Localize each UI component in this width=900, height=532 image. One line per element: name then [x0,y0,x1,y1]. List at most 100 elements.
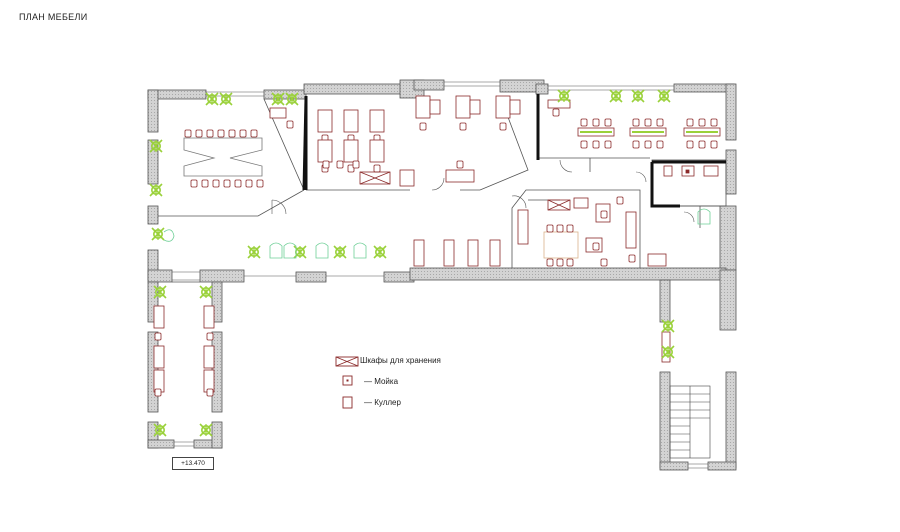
bench [647,253,667,267]
plant-icon [149,139,163,153]
doors [271,159,695,223]
chair [245,179,253,188]
table [573,197,589,209]
table [153,305,165,329]
chair [546,258,554,267]
cabinet-cross [547,199,571,211]
chair [566,224,574,233]
chair [546,224,554,233]
chair [628,254,636,263]
table [509,99,521,115]
chair [616,196,624,205]
storage-cabinet-icon [335,356,359,367]
storage-cabinet [359,171,391,185]
chair [456,160,464,169]
plant-icon [373,245,387,259]
chair [212,179,220,188]
table [445,169,475,183]
plant-icon [199,285,213,299]
table [429,99,441,115]
plant-icon [151,227,165,241]
chair [195,129,203,138]
chair [234,179,242,188]
table [343,139,359,163]
chair [644,140,652,149]
chair [256,179,264,188]
sink [681,165,695,177]
chair [600,210,608,219]
chair [632,140,640,149]
plant-icon [661,345,675,359]
chair [184,129,192,138]
plant-icon [631,89,645,103]
chair [592,140,600,149]
chair [710,118,718,127]
table [413,239,425,267]
plant-icon [661,319,675,333]
table [467,239,479,267]
chair [154,332,162,341]
table [269,107,287,119]
chair [373,164,381,173]
chair [600,258,608,267]
sofa [517,209,529,245]
round-table-area [543,231,579,259]
chair [632,118,640,127]
chair [644,118,652,127]
table [495,95,511,119]
legend-symbols [335,356,359,409]
cabinet-cross [359,171,391,185]
legend-label-sink: — Мойка [364,377,399,386]
table [469,99,481,115]
chair [580,118,588,127]
plant-icon [247,245,261,259]
storage-cabinet [547,199,571,211]
cooler-icon [342,396,353,409]
conference-table [183,137,263,177]
plant-icon [333,245,347,259]
table [489,239,501,267]
page-title: ПЛАН МЕБЕЛИ [19,12,88,22]
chair [698,140,706,149]
chair [556,224,564,233]
table [317,139,333,163]
chair [228,129,236,138]
plant-icon [271,92,285,106]
table [399,169,415,187]
chair [206,332,214,341]
chair [419,122,427,131]
chair [239,129,247,138]
partitions [158,95,727,283]
chair [217,129,225,138]
plant-icon [149,183,163,197]
chair [499,122,507,131]
table [317,109,333,133]
furniture [153,95,721,397]
solid-partitions [302,94,726,208]
chair [352,160,360,169]
chair [698,118,706,127]
staircase [669,385,711,459]
corridor-chairs [163,208,711,259]
chair [201,179,209,188]
table [415,95,431,119]
chair [656,140,664,149]
chair [347,164,355,173]
legend-label-cooler: — Куллер [364,398,401,407]
plant-icon [557,89,571,103]
outer-walls [147,79,737,471]
plant-icon [199,423,213,437]
chair [710,140,718,149]
table [369,139,385,163]
chair [566,258,574,267]
chair [223,179,231,188]
sofa [625,211,637,249]
chair [459,122,467,131]
chair [552,108,560,117]
legend-label-storage: Шкафы для хранения [360,356,441,365]
chair [206,129,214,138]
table [203,345,215,369]
chair [556,258,564,267]
table [455,95,471,119]
